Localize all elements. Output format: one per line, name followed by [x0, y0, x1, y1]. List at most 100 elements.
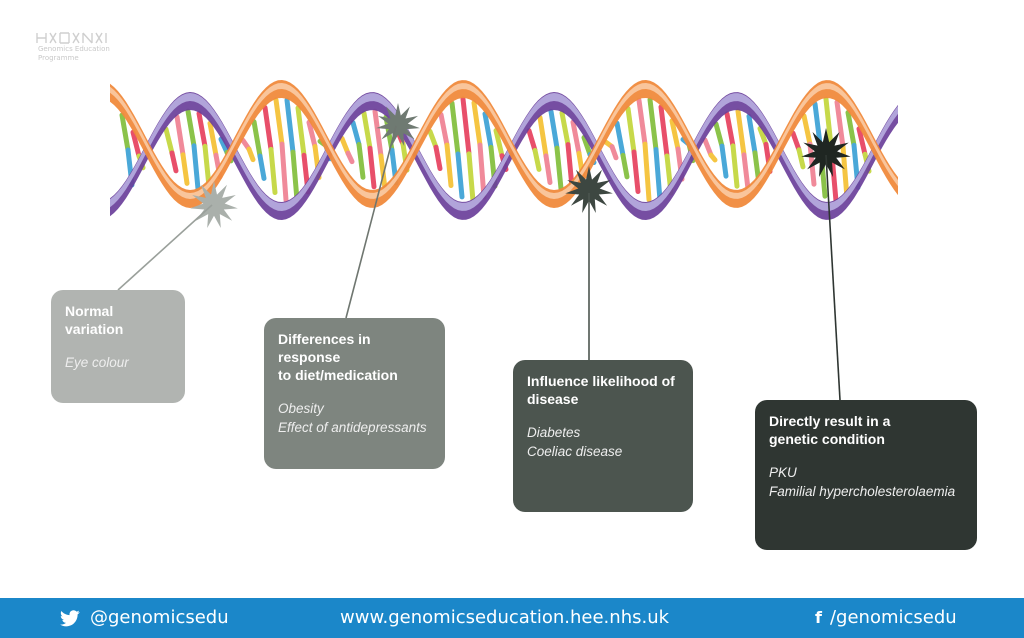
base-pair-segment [477, 142, 487, 200]
base-pair-segment [449, 100, 461, 157]
base-pair-segment [796, 147, 806, 170]
base-pair-segment [295, 105, 307, 158]
category-box-disease-likelihood: Influence likelihood of disease Diabetes… [513, 360, 693, 512]
base-pair-segment [130, 129, 142, 159]
base-pair-segment [163, 126, 175, 156]
base-pair-segment [367, 145, 377, 190]
base-pair-segment [669, 118, 681, 152]
dna-helix [110, 80, 898, 228]
helix-strands [110, 80, 898, 220]
base-pair-segment [548, 108, 560, 151]
base-pair-segment [631, 149, 641, 195]
category-box-genetic-condition: Directly result in a genetic condition P… [755, 400, 977, 550]
category-title: Differences in response to diet/medicati… [278, 331, 398, 383]
base-pair-segment [471, 100, 483, 148]
base-pair-segment [306, 119, 318, 149]
base-pair-segment [251, 119, 263, 159]
base-pair-segment [702, 137, 714, 158]
logo-text-line2: Programme [38, 54, 79, 62]
base-pair-segment [356, 142, 366, 180]
base-pair-segment [290, 149, 300, 203]
base-pair-segment [746, 113, 758, 156]
base-pair-segment [482, 111, 494, 150]
base-pair-segment [636, 97, 648, 147]
twitter-handle-text: @genomicsedu [90, 607, 229, 628]
base-pair-segment [735, 108, 747, 158]
base-pair-segment [724, 111, 736, 149]
base-pair-segment [625, 105, 637, 155]
base-pair-segment [361, 110, 373, 151]
base-pair-segment [455, 151, 465, 200]
category-examples: Diabetes Coeliac disease [527, 425, 623, 459]
base-pair-segment [614, 120, 626, 158]
base-pair-segment [372, 108, 384, 159]
base-pair-segment [119, 112, 131, 153]
base-pair-segment [658, 104, 670, 159]
category-title: Normal variation [65, 303, 124, 337]
base-pair-segment [708, 152, 718, 163]
base-pair-segment [570, 119, 582, 156]
base-pair-segment [730, 143, 740, 189]
base-pair-segment [581, 135, 593, 158]
category-box-normal-variation: Normal variation Eye colour [51, 290, 185, 403]
base-pair-rungs [119, 96, 872, 204]
category-title: Influence likelihood of disease [527, 373, 675, 407]
base-pair-segment [345, 150, 355, 165]
facebook-page-link[interactable]: f/genomicsedu [815, 606, 957, 630]
logo-text-line1: Genomics Education [38, 45, 110, 53]
base-pair-segment [532, 147, 542, 172]
base-pair-segment [526, 128, 538, 153]
base-pair-segment [246, 146, 256, 163]
base-pair-segment [647, 97, 659, 153]
category-examples: PKU Familial hypercholesterolaemia [769, 465, 956, 499]
base-pair-segment [169, 150, 179, 174]
base-pair-segment [845, 110, 857, 148]
category-box-diet-medication: Differences in response to diet/medicati… [264, 318, 445, 469]
base-pair-segment [719, 143, 729, 179]
logo-mark [36, 32, 107, 44]
base-pair-segment [620, 152, 630, 180]
base-pair-segment [207, 120, 219, 158]
base-pair-segment [466, 151, 476, 204]
base-pair-segment [174, 114, 186, 158]
base-pair-segment [653, 147, 663, 203]
base-pair-segment [741, 152, 751, 192]
base-pair-segment [565, 142, 575, 190]
orange-backbone-strand [110, 80, 898, 208]
base-pair-segment [268, 146, 278, 196]
twitter-icon [60, 609, 80, 626]
website-link[interactable]: www.genomicseducation.hee.nhs.uk [340, 607, 670, 628]
base-pair-segment [273, 97, 285, 147]
base-pair-segment [834, 99, 846, 150]
base-pair-segment [378, 153, 388, 192]
base-pair-segment [185, 108, 197, 149]
base-pair-segment [350, 120, 362, 148]
base-pair-segment [543, 153, 553, 185]
base-pair-segment [537, 115, 549, 159]
category-examples: Obesity Effect of antidepressants [278, 401, 427, 435]
category-examples: Eye colour [65, 355, 129, 370]
base-pair-segment [790, 130, 802, 153]
base-pair-segment [493, 128, 505, 159]
base-pair-segment [609, 144, 619, 161]
base-pair-segment [713, 121, 725, 149]
category-title: Directly result in a genetic condition [769, 413, 891, 447]
facebook-icon: f [815, 608, 822, 627]
facebook-page-text: /genomicsedu [829, 607, 957, 628]
mutation-marker-disease-likelihood [565, 166, 613, 213]
base-pair-segment [191, 143, 201, 192]
genomics-education-logo: Genomics Education Programme [34, 30, 124, 64]
base-pair-segment [257, 153, 267, 181]
base-pair-segment [444, 142, 454, 189]
base-pair-segment [460, 96, 472, 157]
base-pair-segment [279, 141, 289, 203]
base-pair-segment [642, 141, 652, 203]
twitter-handle-link[interactable]: @genomicsedu [60, 606, 229, 630]
base-pair-segment [427, 128, 439, 150]
base-pair-segment [196, 110, 208, 149]
base-pair-segment [262, 104, 274, 152]
base-pair-segment [559, 110, 571, 148]
base-pair-segment [856, 126, 868, 157]
base-pair-segment [757, 125, 769, 147]
